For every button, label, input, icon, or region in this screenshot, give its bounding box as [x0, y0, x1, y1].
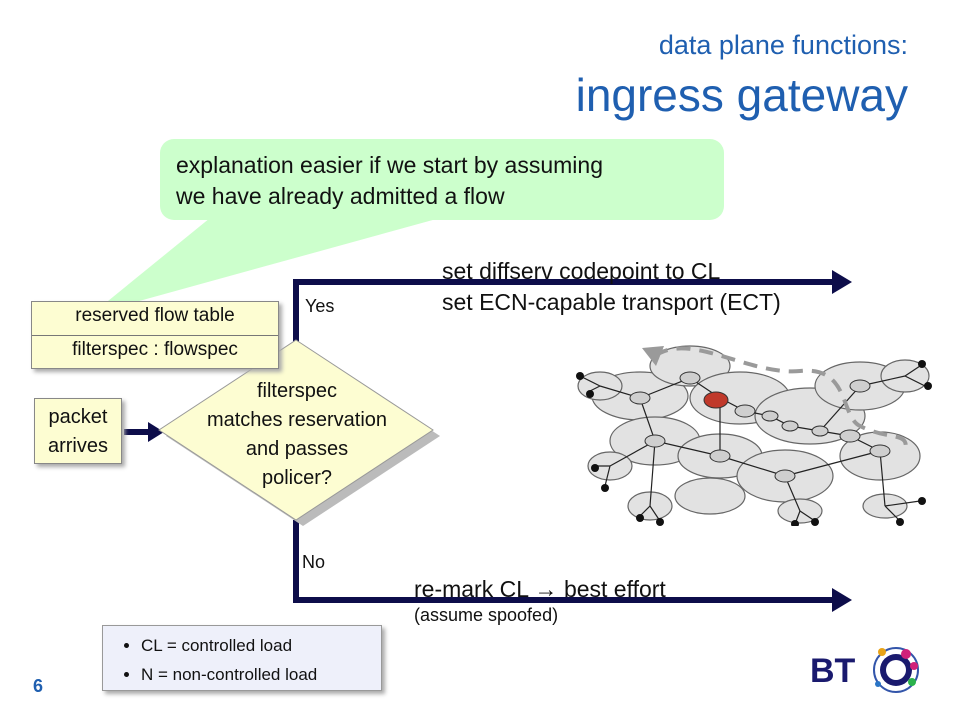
bt-logo: BT — [810, 647, 919, 693]
ingress-router-icon — [703, 391, 729, 409]
decision-line4: policer? — [261, 467, 333, 489]
callout-text: explanation easier if we start by assumi… — [176, 150, 603, 212]
legend-box: CL = controlled load N = non-controlled … — [102, 625, 382, 691]
no-action-note: (assume spoofed) — [414, 605, 559, 625]
flow-path-arrowhead — [642, 346, 664, 366]
legend-item-n: N = non-controlled load — [141, 660, 381, 689]
bt-piper-globe-icon — [873, 647, 919, 693]
reserved-flow-table-divider — [32, 335, 278, 336]
no-branch-arrow-head — [832, 588, 852, 612]
legend-item-cl: CL = controlled load — [141, 631, 381, 660]
page-number: 6 — [33, 676, 44, 696]
reserved-flow-table-header: reserved flow table — [75, 305, 235, 326]
yes-label: Yes — [305, 296, 335, 316]
router-icons — [629, 371, 891, 483]
packet-arrow-head — [148, 422, 164, 442]
cloud-shapes — [577, 345, 930, 524]
decision-line1: filterspec — [256, 380, 338, 402]
network-cloud-illustration — [576, 345, 932, 526]
decision-line2: matches reservation — [206, 409, 388, 431]
slide-subtitle: data plane functions: — [658, 30, 908, 60]
yes-branch-arrow-head — [832, 270, 852, 294]
no-action-text: re-mark CL → best effort — [414, 576, 666, 602]
yes-action-line2: set ECN-capable transport (ECT) — [442, 289, 781, 315]
slide-title: ingress gateway — [575, 69, 908, 121]
decision-text: filterspec matches reservation and passe… — [162, 377, 432, 493]
reserved-flow-table-body: filterspec : flowspec — [72, 339, 238, 360]
packet-line2: arrives — [47, 435, 108, 457]
decision-line3: and passes — [245, 438, 349, 460]
packet-line1: packet — [48, 406, 108, 428]
bt-logo-text: BT — [810, 652, 856, 690]
host-dots — [576, 360, 932, 526]
no-label: No — [302, 552, 326, 572]
reserved-flow-table: reserved flow table filterspec : flowspe… — [31, 301, 279, 369]
yes-action-text: set diffserv codepoint to CL set ECN-cap… — [442, 256, 781, 318]
callout-text-line2: we have already admitted a flow — [176, 183, 505, 209]
flow-path-dashed — [653, 346, 908, 452]
callout-text-line1: explanation easier if we start by assumi… — [176, 152, 603, 178]
packet-arrives-box: packet arrives — [34, 398, 122, 464]
yes-action-line1: set diffserv codepoint to CL — [442, 258, 721, 284]
